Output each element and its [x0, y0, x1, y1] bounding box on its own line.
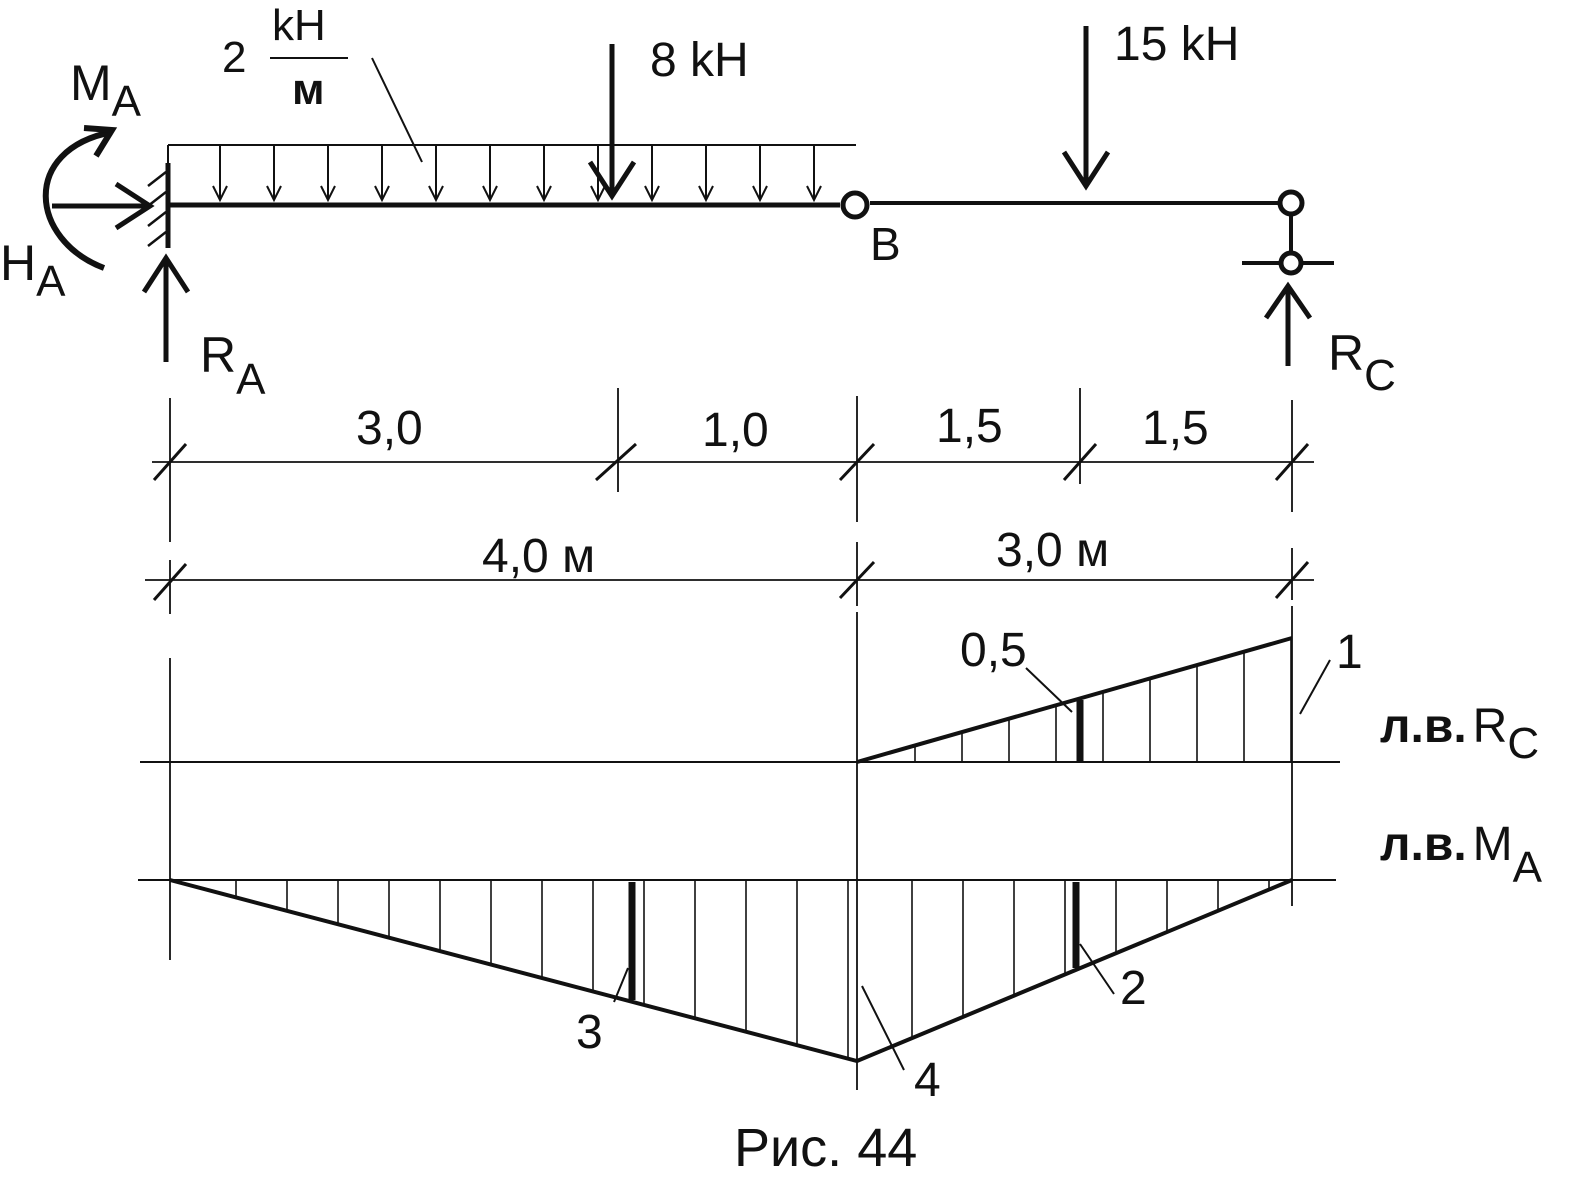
dim-1-5-left: 1,5 [936, 400, 1003, 453]
il-ma-value-3: 3 [576, 1006, 603, 1059]
point-load-8kn-head [587, 160, 637, 201]
il-rc-hatching [914, 638, 1292, 762]
influence-line-ma: 3 2 4 л.в.MA [138, 818, 1543, 1107]
reaction-rc: RC [1263, 281, 1396, 400]
figure-caption: Рис. 44 [734, 1118, 917, 1178]
udl-label-leader [371, 57, 423, 163]
reaction-moment-ma: MA [42, 55, 142, 271]
moment-arc-head [83, 125, 118, 158]
il-ma-hatching [235, 880, 1270, 1059]
fixed-support-hatch [147, 171, 167, 247]
hinge-b [840, 190, 870, 220]
udl-arrow-head [644, 185, 660, 203]
il-rc-diagram-line [856, 636, 1293, 764]
udl-arrow-head [590, 185, 606, 203]
il-rc-value-1: 1 [1336, 626, 1363, 679]
udl-arrow-head [536, 185, 552, 203]
il-ma-diagram-line [169, 878, 1293, 1064]
dim-1-5-right: 1,5 [1142, 402, 1209, 455]
il-ma-leader-3 [613, 967, 629, 1003]
distributed-load: 2 kH м [167, 1, 856, 203]
point-load-15kn-label: 15 kH [1114, 18, 1239, 71]
ha-arrow-head [114, 181, 155, 231]
udl-arrow-head [698, 185, 714, 203]
dim-span-3-0: 3,0 м [996, 524, 1109, 577]
udl-arrow-head [320, 185, 336, 203]
ra-label: RA [200, 327, 266, 404]
il-rc-value-0-5: 0,5 [960, 624, 1027, 677]
udl-arrow-head [806, 185, 822, 203]
udl-unit-numerator: kH [272, 1, 326, 50]
udl-arrow-head [374, 185, 390, 203]
rc-label: RC [1328, 325, 1396, 400]
dim-3-0: 3,0 [356, 402, 423, 455]
point-load-8kn: 8 kH [587, 34, 749, 201]
rc-arrow-head [1263, 281, 1313, 320]
point-load-8kn-label: 8 kH [650, 34, 749, 87]
il-rc-leader-end [1299, 659, 1331, 715]
hinge-c-top [1277, 189, 1305, 217]
dim-1-0: 1,0 [702, 404, 769, 457]
influence-line-rc: 0,5 1 л.в.RC [140, 606, 1539, 1090]
beam-structure [147, 163, 1334, 276]
dimension-ticks [152, 442, 1310, 601]
hinge-b-label: B [870, 218, 901, 270]
udl-arrow-head [428, 185, 444, 203]
ra-arrow-head [141, 253, 191, 294]
udl-value: 2 [222, 33, 246, 82]
udl-arrow-head [266, 185, 282, 203]
hinge-c-bottom [1278, 250, 1304, 276]
dimension-lines [145, 388, 1314, 614]
il-ma-title: л.в.MA [1380, 818, 1543, 892]
il-ma-value-4: 4 [914, 1054, 941, 1107]
udl-unit-denominator: м [292, 65, 325, 114]
moment-arc [42, 129, 113, 271]
reaction-ha: HA [0, 181, 155, 306]
ma-label: MA [70, 55, 142, 126]
reaction-ra: RA [141, 253, 266, 404]
point-load-15kn-head [1061, 150, 1111, 191]
dim-span-4-0: 4,0 м [482, 530, 595, 583]
il-rc-title: л.в.RC [1380, 700, 1539, 768]
point-load-15kn: 15 kH [1061, 18, 1239, 191]
udl-arrow-head [482, 185, 498, 203]
il-ma-value-2: 2 [1120, 962, 1147, 1015]
il-ma-leader-2 [1079, 943, 1115, 995]
il-ma-leader-4 [861, 985, 905, 1071]
udl-arrow-head [212, 185, 228, 203]
ha-label: HA [0, 235, 66, 306]
il-rc-leader-mid [1025, 667, 1073, 713]
udl-arrow-head [752, 185, 768, 203]
